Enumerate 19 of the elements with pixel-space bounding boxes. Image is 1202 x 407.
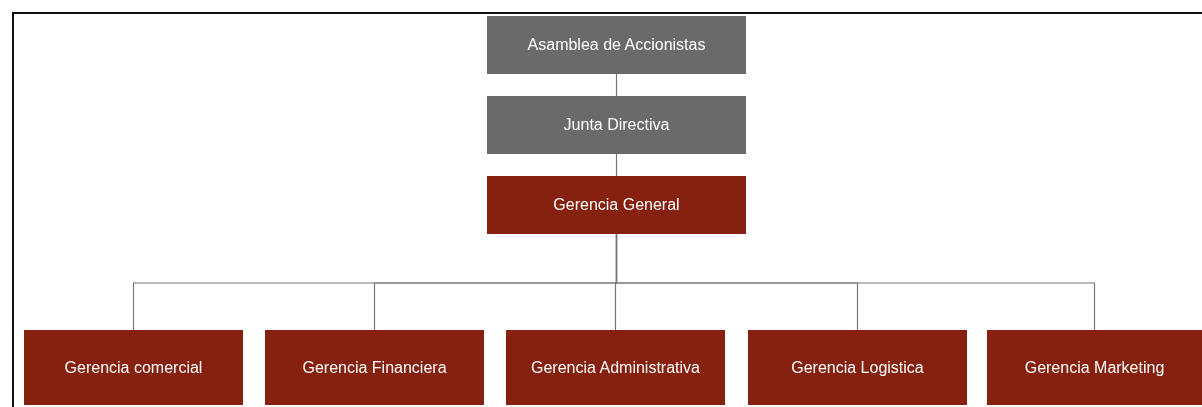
box-label: Gerencia Financiera: [302, 358, 447, 377]
box-label: Gerencia Administrativa: [531, 358, 700, 377]
org-box: [24, 330, 243, 405]
box-label: Junta Directiva: [563, 116, 670, 134]
connector-line: [615, 73, 618, 97]
org-box: [987, 330, 1202, 405]
connector-line: [615, 233, 1096, 331]
box-label: Gerencia comercial: [64, 358, 203, 377]
org-box: [487, 96, 746, 154]
connector-line: [615, 153, 618, 177]
org-box: [487, 16, 746, 74]
box-label: Gerencia Logistica: [791, 358, 924, 377]
org-box: [487, 176, 746, 234]
box-label: Gerencia General: [553, 196, 680, 214]
org-box: [748, 330, 967, 405]
box-label: Asamblea de Accionistas: [527, 36, 706, 54]
box-label: Gerencia Marketing: [1024, 358, 1165, 377]
org-box: [506, 330, 725, 405]
org-box: [265, 330, 484, 405]
